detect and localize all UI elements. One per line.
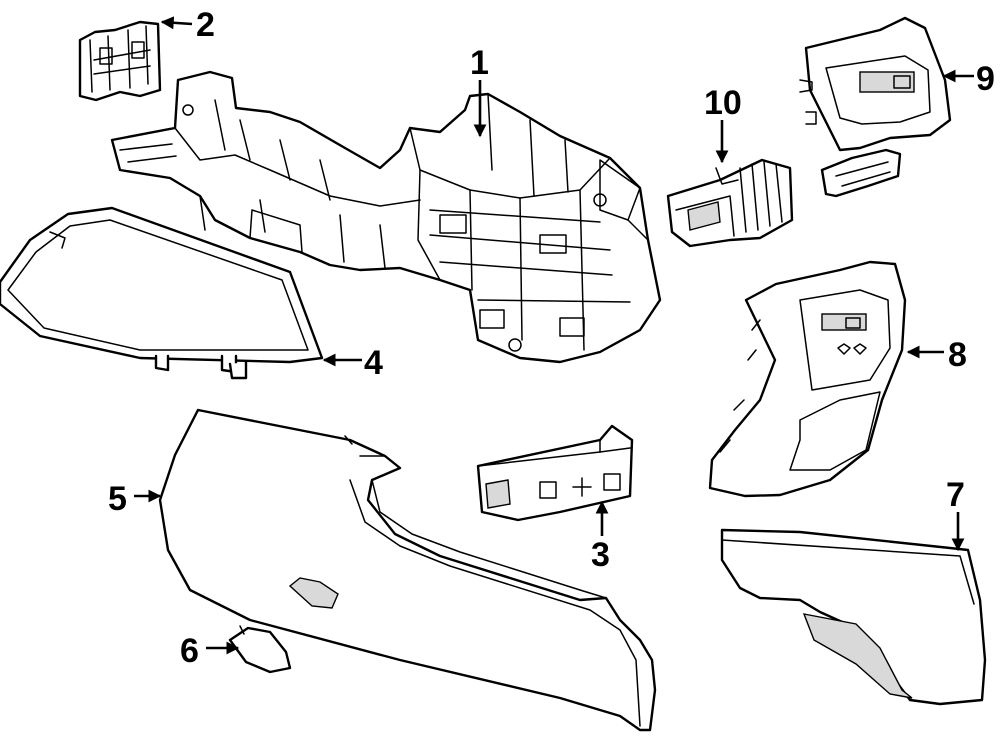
- callout-10: 10: [704, 84, 742, 122]
- callout-2: 2: [196, 6, 215, 44]
- part-2-bracket: [78, 20, 162, 102]
- part-5-lower-trim: [158, 408, 657, 732]
- callout-1: 1: [470, 44, 489, 82]
- part-4-side-panel: [0, 206, 324, 380]
- callout-9: 9: [976, 60, 995, 98]
- leader-lines: [134, 16, 974, 655]
- callout-3: 3: [591, 536, 610, 574]
- part-7-side-trim: [720, 528, 987, 706]
- part-1-console-frame: [110, 70, 662, 364]
- part-6-cap: [228, 625, 292, 674]
- part-3-switch-panel: [476, 424, 634, 522]
- part-9-upper-bezel: [799, 16, 952, 198]
- callout-5: 5: [108, 480, 127, 518]
- callout-8: 8: [948, 336, 967, 374]
- callout-7: 7: [946, 476, 965, 514]
- part-8-center-bezel: [708, 260, 907, 498]
- leader-2: [160, 16, 193, 30]
- callout-labels: 1 2 3 4 5 6 7 8 9 10: [108, 6, 995, 670]
- callout-4: 4: [364, 344, 383, 382]
- callout-6: 6: [180, 632, 199, 670]
- part-10-switch: [666, 158, 794, 248]
